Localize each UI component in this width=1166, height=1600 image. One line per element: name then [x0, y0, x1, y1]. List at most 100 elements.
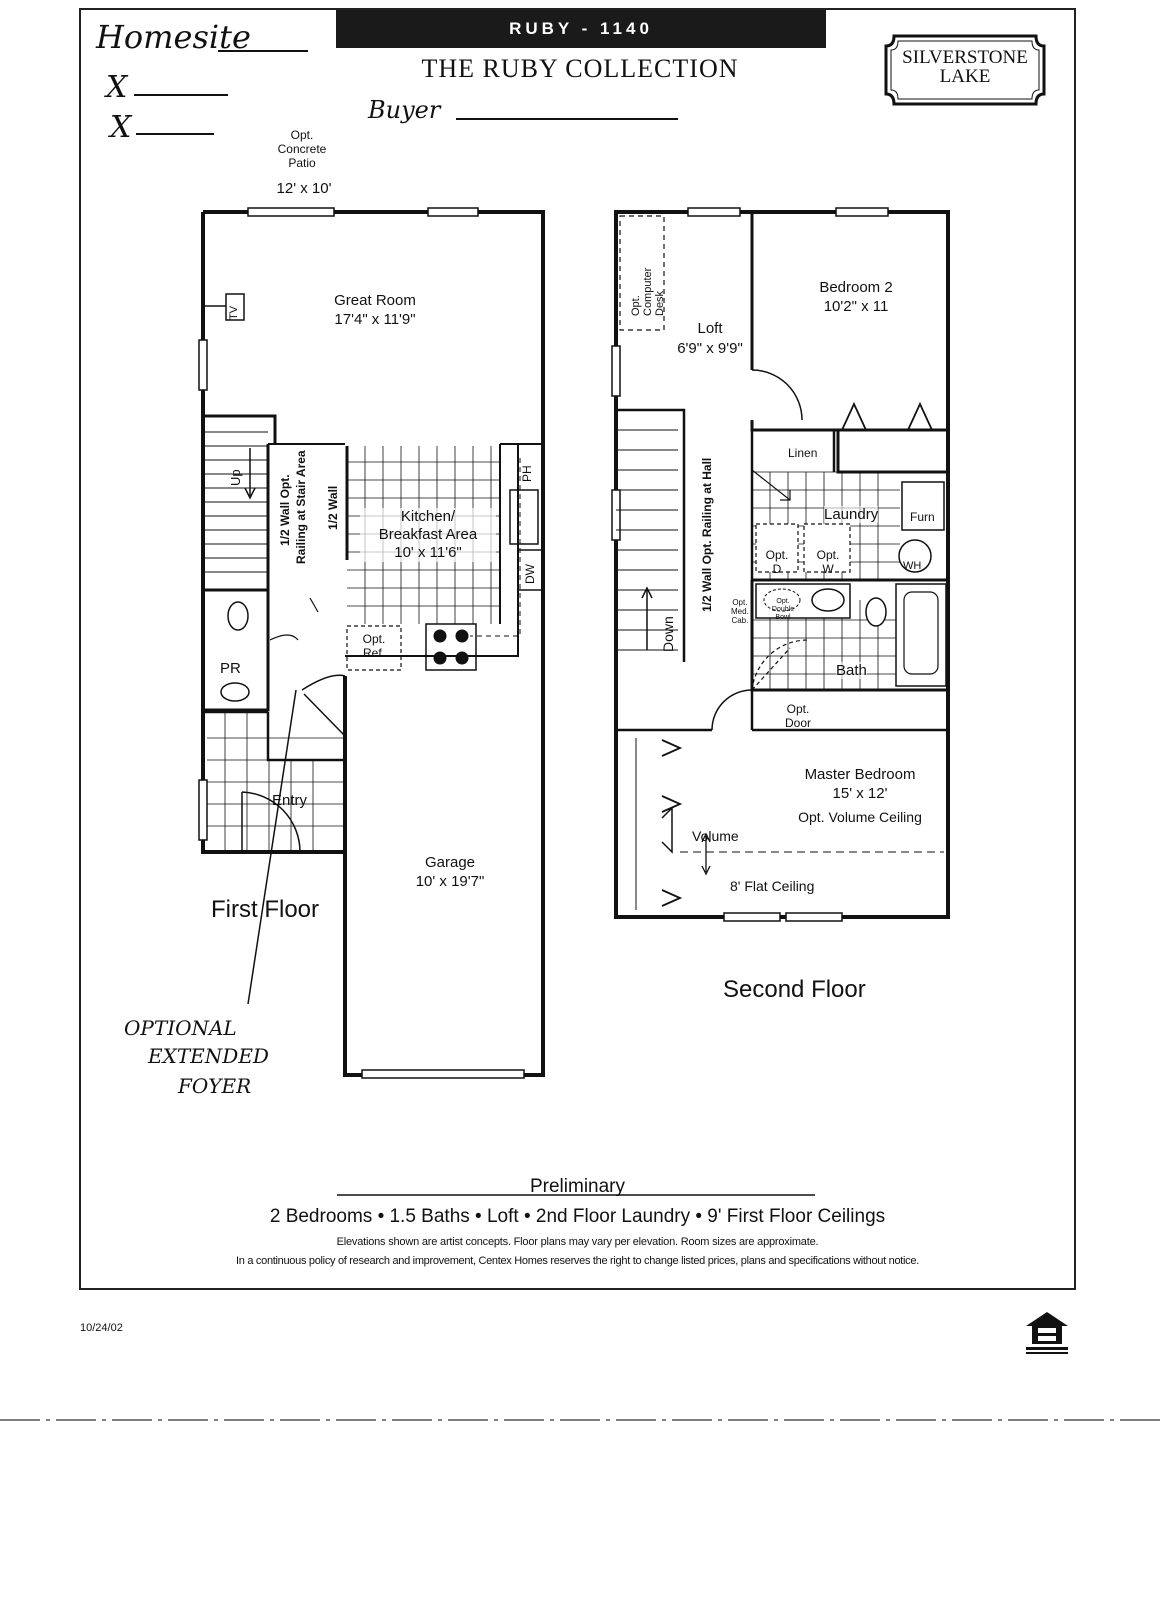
bowl-line-1: Opt. [776, 598, 790, 605]
range [425, 623, 477, 671]
garage-size: 10' x 19'7" [415, 873, 485, 890]
disclaimer-line-1: Elevations shown are artist concepts. Fl… [336, 1236, 819, 1248]
great-room-size: 17'4" x 11'9" [334, 311, 416, 328]
linen-wall [750, 428, 836, 580]
half-wall-railing-l2: Railing at Stair Area [294, 450, 308, 564]
opt-w-line-2: W [822, 562, 834, 576]
opt-med-cab-label: Opt. Med. Cab. [731, 598, 749, 625]
model-banner: RUBY - 1140 [336, 10, 826, 48]
patio-label-line-2: Concrete [277, 142, 327, 156]
first-floor-stair-wall [203, 414, 277, 592]
patio-label-line-1: Opt. [290, 128, 314, 142]
computer-desk-label: Opt. Computer Desk [630, 268, 666, 316]
half-wall-label: 1/2 Wall [326, 485, 340, 530]
bedroom2-size: 10'2" x 11 [823, 298, 889, 315]
opt-d-line-1: Opt. [765, 548, 789, 562]
bath-toilet [865, 597, 887, 627]
opt-d-label: Opt. D [756, 548, 798, 576]
loft-window [687, 207, 741, 217]
med-line-3: Cab. [731, 616, 749, 625]
laundry-label: Laundry [824, 506, 879, 523]
pr-toilet [227, 601, 249, 631]
opt-double-bowl-label: Opt. Double Bowl [770, 598, 796, 622]
opt-double-bowl [763, 588, 801, 612]
opt-d-line-2: D [772, 562, 782, 576]
handwritten-homesite: Homesite [96, 18, 251, 56]
second-floor-stair [616, 408, 712, 732]
kitchen-size: 10' x 11'6" [394, 544, 462, 561]
master-window-1 [723, 912, 781, 922]
loft-side-window [611, 345, 621, 397]
first-floor-title: First Floor [211, 896, 319, 923]
garage-label: Garage [424, 854, 476, 871]
bedroom2-window [835, 207, 889, 217]
dishwasher [517, 549, 543, 591]
bath-sink [811, 588, 845, 612]
preliminary-label: Preliminary [529, 1176, 626, 1197]
ph-label: PH [520, 465, 534, 482]
down-label: Down [660, 616, 676, 652]
water-heater [898, 539, 932, 573]
x-line-2 [136, 133, 214, 135]
opt-ref-line-1: Opt. [362, 632, 386, 646]
great-room-window [247, 207, 335, 217]
logo-line-2: LAKE [939, 66, 991, 87]
sink [509, 489, 539, 545]
homesite-line [218, 50, 308, 52]
wh-label: WH [903, 560, 922, 572]
furn-label: Furn [910, 510, 935, 524]
bedroom2-label: Bedroom 2 [819, 279, 893, 296]
master-ceiling-label: Opt. Volume Ceiling [798, 809, 922, 825]
kitchen-label-line-1: Kitchen/ [400, 508, 456, 525]
master-bedroom-label: Master Bedroom [804, 766, 916, 783]
desk-line-2: Computer [642, 267, 654, 316]
opt-ref-line-2: Ref. [362, 646, 385, 660]
logo-text: SILVERSTONE LAKE [884, 48, 1046, 86]
med-line-2: Med. [731, 607, 749, 616]
second-floor-title: Second Floor [723, 976, 866, 1003]
opt-computer-desk [619, 215, 665, 331]
opt-dryer [755, 523, 799, 573]
handwritten-arrow [247, 689, 297, 1005]
buyer-line [456, 118, 678, 120]
opt-washer [803, 523, 851, 573]
dw-label: DW [523, 564, 537, 584]
kitchen-label-line-2: Breakfast Area [378, 526, 478, 543]
silverstone-lake-logo-frame [884, 34, 1046, 106]
tv-label: TV [228, 305, 240, 320]
bowl-line-3: Bowl [775, 614, 791, 621]
door-line-2: Door [784, 716, 811, 730]
up-label: Up [228, 469, 243, 486]
furnace [901, 481, 945, 531]
door-line-1: Opt. [786, 702, 810, 716]
opt-ref-label: Opt. Ref. [348, 632, 400, 660]
entry-wall [203, 710, 345, 762]
bath-label: Bath [836, 662, 867, 679]
garage-door [361, 1069, 525, 1079]
brochure-frame [79, 8, 1076, 1290]
handwritten-note-2: EXTENDED [148, 1044, 269, 1068]
master-bedroom-size: 15' x 12' [832, 785, 888, 802]
opt-w-line-1: Opt. [816, 548, 840, 562]
side-window-great-room [198, 339, 208, 391]
great-room-window-2 [427, 207, 479, 217]
volume-label: Volume [692, 828, 739, 844]
desk-line-1: Opt. [630, 295, 642, 316]
loft-label: Loft [697, 320, 723, 337]
kitchen-counter [345, 443, 543, 657]
desk-line-3: Desk [654, 290, 666, 316]
flat-ceiling-label: 8' Flat Ceiling [730, 878, 815, 894]
handwritten-note-3: FOYER [178, 1074, 252, 1098]
opt-w-label: Opt. W [806, 548, 850, 576]
handwritten-x-2: X [110, 110, 132, 145]
loft-size: 6'9" x 9'9" [677, 340, 743, 357]
bowl-line-2: Double [771, 606, 795, 613]
pr-label: PR [220, 660, 241, 677]
handwritten-x-1: X [106, 70, 128, 105]
entry-label: Entry [272, 792, 308, 809]
equal-housing-icon [1026, 1312, 1068, 1354]
x-line-1 [134, 94, 228, 96]
logo-line-1: SILVERSTONE [902, 47, 1028, 68]
revision-date: 10/24/02 [80, 1322, 123, 1334]
